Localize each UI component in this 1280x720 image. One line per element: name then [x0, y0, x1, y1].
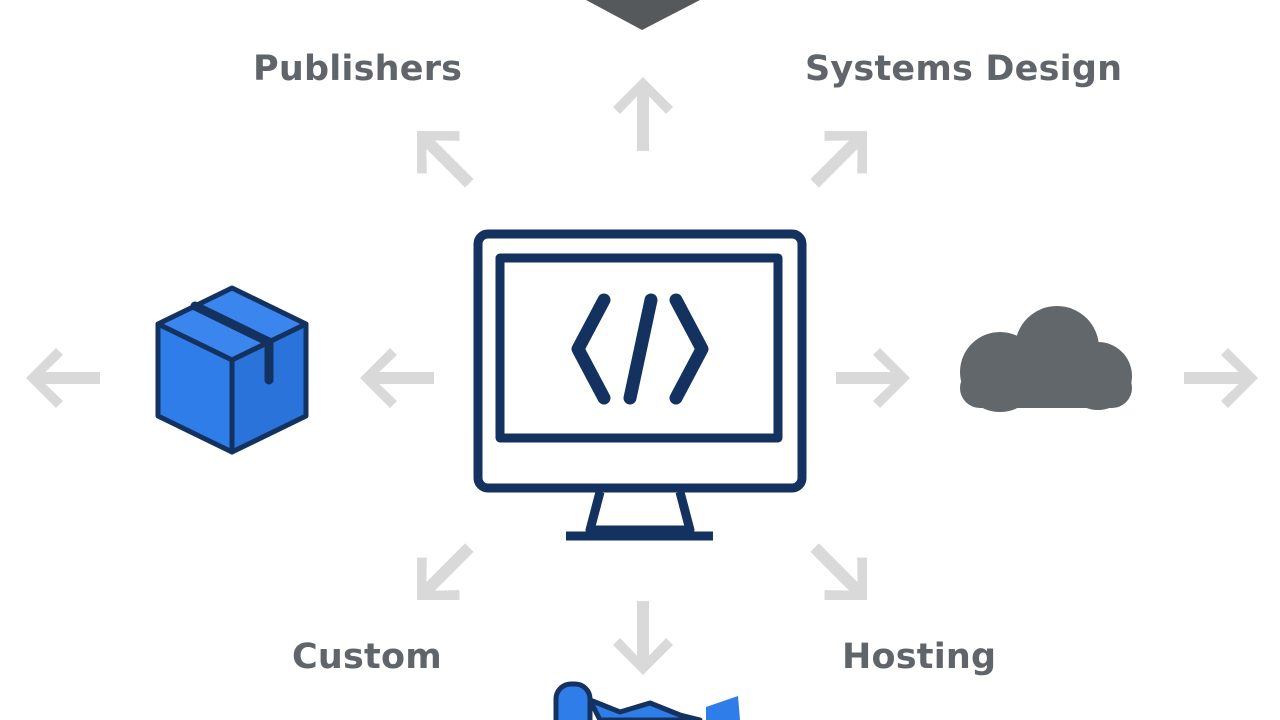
arrow-up-left-icon [395, 109, 491, 205]
arrow-left-outer-icon [26, 348, 100, 408]
arrow-up-icon [613, 77, 673, 151]
arrow-up-right-icon [793, 109, 889, 205]
monitor-code-icon [473, 229, 807, 541]
label-custom: Custom [292, 637, 442, 677]
handshake-icon [553, 681, 740, 720]
arrow-down-right-icon [793, 526, 889, 622]
label-publishers: Publishers [253, 49, 463, 89]
top-shield-icon [586, 0, 700, 30]
arrow-down-icon [613, 601, 673, 675]
arrow-left-inner-icon [360, 348, 434, 408]
arrow-right-inner-icon [836, 348, 910, 408]
label-systems-design: Systems Design [805, 49, 1123, 89]
label-hosting: Hosting [842, 637, 997, 677]
cloud-icon [960, 306, 1132, 412]
arrow-right-outer-icon [1184, 348, 1258, 408]
package-box-icon [155, 285, 309, 455]
arrow-down-left-icon [395, 526, 491, 622]
